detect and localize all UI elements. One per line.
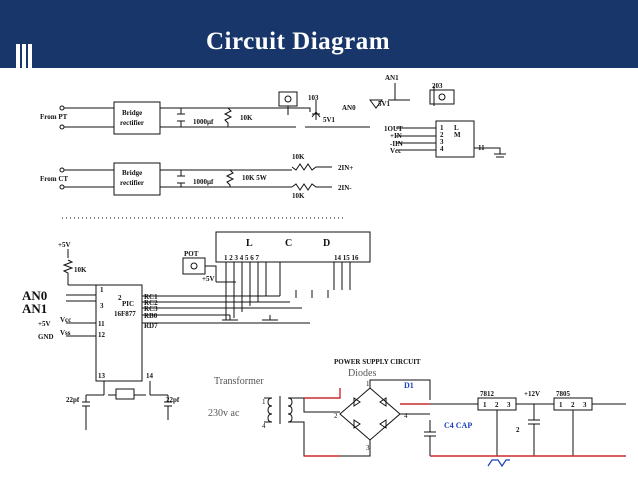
label-mcu-supply: +5V bbox=[38, 320, 51, 328]
mcu-pin-rc1: RC1 bbox=[144, 293, 158, 301]
mcu-pin-13: 13 bbox=[98, 372, 106, 380]
label-cap-1000uf-ct: 1000µf bbox=[193, 178, 214, 186]
mcu-pin-14: 14 bbox=[146, 372, 154, 380]
mcu-pin-rb0: RB0 bbox=[144, 312, 158, 320]
label-ic-203: 203 bbox=[432, 82, 443, 90]
mcu-pic-label: PIC bbox=[122, 300, 134, 308]
reg-7805-pin-1: 1 bbox=[559, 401, 563, 409]
lm-pin-1: 1 bbox=[440, 124, 444, 132]
label-mcu-plus5v: +5V bbox=[58, 241, 71, 249]
label-cap-22pf-left: 22pf bbox=[66, 396, 80, 404]
label-transformer: Transformer bbox=[214, 376, 264, 387]
tx-pin-4: 4 bbox=[262, 422, 266, 430]
lcd-letter-c: C bbox=[285, 238, 292, 249]
lm-label-m: M bbox=[454, 131, 461, 139]
label-cap-1000uf: 1000µf bbox=[193, 118, 214, 126]
bridge-pin-3: 3 bbox=[366, 444, 370, 452]
label-an0-top: AN0 bbox=[342, 104, 356, 112]
label-pot-supply: +5V bbox=[202, 275, 215, 283]
label-pot: POT bbox=[184, 250, 199, 258]
title-bar bbox=[0, 0, 638, 68]
slide-title: Circuit Diagram bbox=[206, 28, 391, 55]
label-d1: D1 bbox=[404, 381, 414, 390]
label-7805: 7805 bbox=[556, 390, 571, 398]
lcd-pins-right: 14 15 16 bbox=[334, 254, 359, 262]
label-2in-plus: 2IN+ bbox=[338, 164, 353, 172]
power-supply-heading: POWER SUPPLY CIRCUIT bbox=[334, 358, 421, 366]
label-res-10k-lower: 10K bbox=[292, 192, 305, 200]
bridge-pin-4: 4 bbox=[404, 412, 408, 420]
mcu-pin-12: 12 bbox=[98, 331, 106, 339]
title-accent-bar bbox=[16, 44, 20, 76]
lcd-letter-d: D bbox=[323, 238, 330, 249]
lm-pin-11: 11 bbox=[478, 144, 485, 152]
mcu-pin-11: 11 bbox=[98, 320, 105, 328]
lm-pin-4: 4 bbox=[440, 145, 444, 153]
label-cap-pin: 2 bbox=[516, 426, 520, 434]
label-from-ct: From CT bbox=[40, 175, 68, 183]
reg-7812-pin-1: 1 bbox=[483, 401, 487, 409]
reg-7805-pin-2: 2 bbox=[571, 401, 575, 409]
mcu-pin-3: 3 bbox=[100, 302, 104, 310]
bridge-label-2: rectifier bbox=[120, 119, 144, 127]
label-2in-minus: 2IN- bbox=[338, 184, 352, 192]
label-vcc-top: Vcc bbox=[390, 147, 401, 155]
lm-label-l: L bbox=[454, 124, 459, 132]
label-an1: AN1 bbox=[22, 301, 47, 316]
bridge-label-1: Bridge bbox=[122, 109, 142, 117]
bridge-pin-1: 1 bbox=[366, 380, 370, 388]
label-zener-right: 5V1 bbox=[378, 100, 391, 108]
lcd-letter-l: L bbox=[246, 238, 253, 249]
label-an1-top: AN1 bbox=[385, 74, 399, 82]
label-c4-cap: C4 CAP bbox=[444, 421, 472, 430]
label-mcu-10k: 10K bbox=[74, 266, 87, 274]
reg-7812-pin-3: 3 bbox=[507, 401, 511, 409]
mcu-pin-rc2: RC2 bbox=[144, 299, 158, 307]
tx-pin-1: 1 bbox=[262, 398, 266, 406]
bridge-pin-2: 2 bbox=[334, 412, 338, 420]
label-mcu-vss: Vss bbox=[60, 329, 71, 337]
bridge-label-ct-2: rectifier bbox=[120, 179, 144, 187]
title-accent-bar bbox=[22, 44, 26, 76]
label-an0: AN0 bbox=[22, 288, 47, 303]
label-res-10k-upper: 10K bbox=[292, 153, 305, 161]
label-res-10k-5w: 10K 5W bbox=[242, 174, 267, 182]
label-1out: 1OUT bbox=[384, 125, 403, 133]
label-res-10k: 10K bbox=[240, 114, 253, 122]
label-230v-ac: 230v ac bbox=[208, 408, 240, 419]
reg-7812-pin-2: 2 bbox=[495, 401, 499, 409]
label-from-pt: From PT bbox=[40, 113, 68, 121]
label-plus-in: +IN bbox=[390, 132, 402, 140]
label-mcu-vcc: Vcc bbox=[60, 316, 71, 324]
label-minus-in: -IIN bbox=[390, 140, 403, 148]
mcu-part-label: 16F877 bbox=[114, 310, 136, 318]
lm-pin-3: 3 bbox=[440, 138, 444, 146]
mcu-pin-2: 2 bbox=[118, 294, 122, 302]
lcd-pins-left: 1 2 3 4 5 6 7 bbox=[224, 254, 260, 262]
label-mcu-gnd: GND bbox=[38, 333, 54, 341]
label-cap-22pf-right: 22pf bbox=[166, 396, 180, 404]
label-plus12v: +12V bbox=[524, 390, 540, 398]
title-accent-bar bbox=[28, 44, 32, 76]
bridge-label-ct-1: Bridge bbox=[122, 169, 142, 177]
label-ic-103: 103 bbox=[308, 94, 319, 102]
mcu-pin-rc3: RC3 bbox=[144, 305, 158, 313]
mcu-pin-1: 1 bbox=[100, 286, 104, 294]
label-7812: 7812 bbox=[480, 390, 495, 398]
reg-7805-pin-3: 3 bbox=[583, 401, 587, 409]
label-zener-top: 5V1 bbox=[323, 116, 336, 124]
mcu-pin-rd7: RD7 bbox=[144, 322, 158, 330]
lm-pin-2: 2 bbox=[440, 131, 444, 139]
label-diodes: Diodes bbox=[348, 368, 376, 379]
